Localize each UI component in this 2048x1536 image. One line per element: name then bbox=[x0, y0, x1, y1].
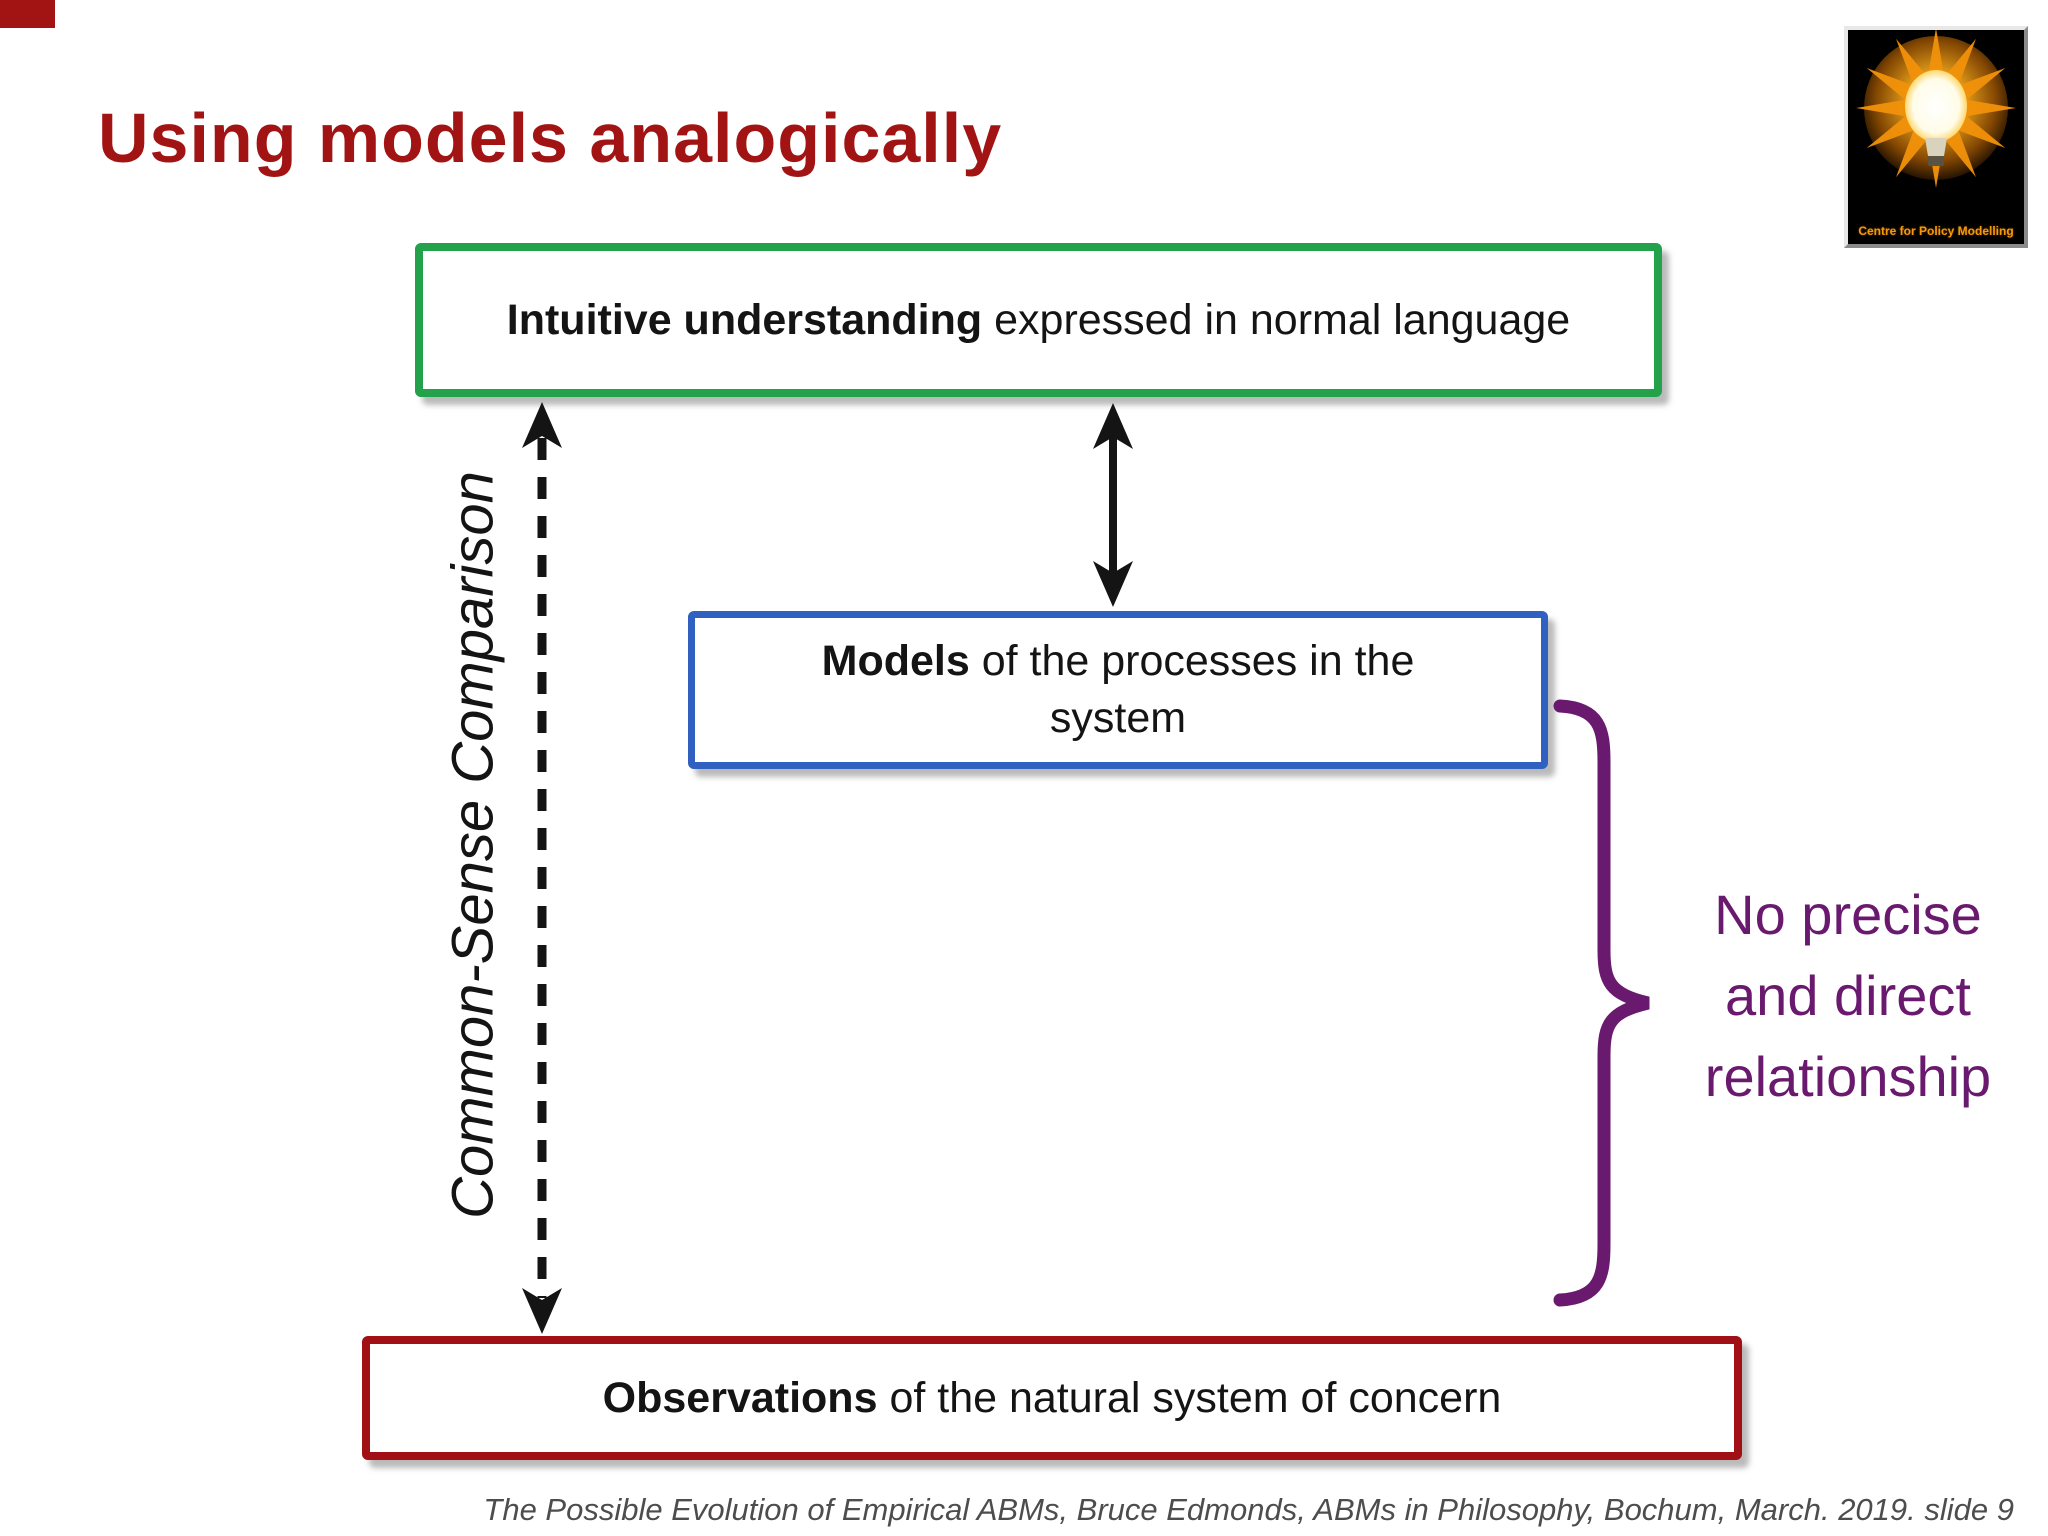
box-intuitive-lead: Intuitive understanding bbox=[506, 295, 983, 344]
slide-footer: The Possible Evolution of Empirical ABMs… bbox=[483, 1492, 2014, 1527]
dashed-arrow-comparison bbox=[522, 402, 562, 1334]
box-observations: Observations of the natural system of co… bbox=[362, 1336, 1742, 1460]
cpm-logo-caption: Centre for Policy Modelling bbox=[1858, 224, 2014, 238]
brace-label-line-1: No precise bbox=[1714, 883, 1982, 946]
box-intuitive-text: Intuitive understanding expressed in nor… bbox=[507, 292, 1570, 349]
box-models-lead: Models bbox=[821, 637, 970, 685]
curly-brace bbox=[1553, 699, 1650, 1307]
box-observations-text: Observations of the natural system of co… bbox=[603, 1370, 1502, 1427]
box-intuitive-rest: expressed in normal language bbox=[982, 295, 1571, 344]
box-observations-rest: of the natural system of concern bbox=[877, 1373, 1502, 1422]
brace-label-line-3: relationship bbox=[1704, 1045, 1992, 1108]
slide-corner-mark bbox=[0, 0, 55, 28]
box-models-rest: of the processes in the system bbox=[969, 637, 1415, 742]
double-arrow-intuitive-models bbox=[1093, 403, 1133, 607]
box-models-text: Models of the processes in the system bbox=[768, 633, 1468, 747]
slide-title: Using models analogically bbox=[98, 99, 1003, 177]
box-observations-lead: Observations bbox=[602, 1373, 878, 1422]
brace-label-line-2: and direct bbox=[1725, 964, 1971, 1027]
box-models: Models of the processes in the system bbox=[688, 611, 1548, 769]
box-intuitive-understanding: Intuitive understanding expressed in nor… bbox=[415, 243, 1662, 397]
common-sense-comparison-label: Common-Sense Comparison bbox=[440, 471, 506, 1219]
cpm-logo: Centre for Policy Modelling bbox=[1844, 26, 2028, 248]
no-precise-relationship-label: No precise and direct relationship bbox=[1648, 874, 2048, 1117]
lightbulb-starburst-icon bbox=[1848, 30, 2024, 206]
